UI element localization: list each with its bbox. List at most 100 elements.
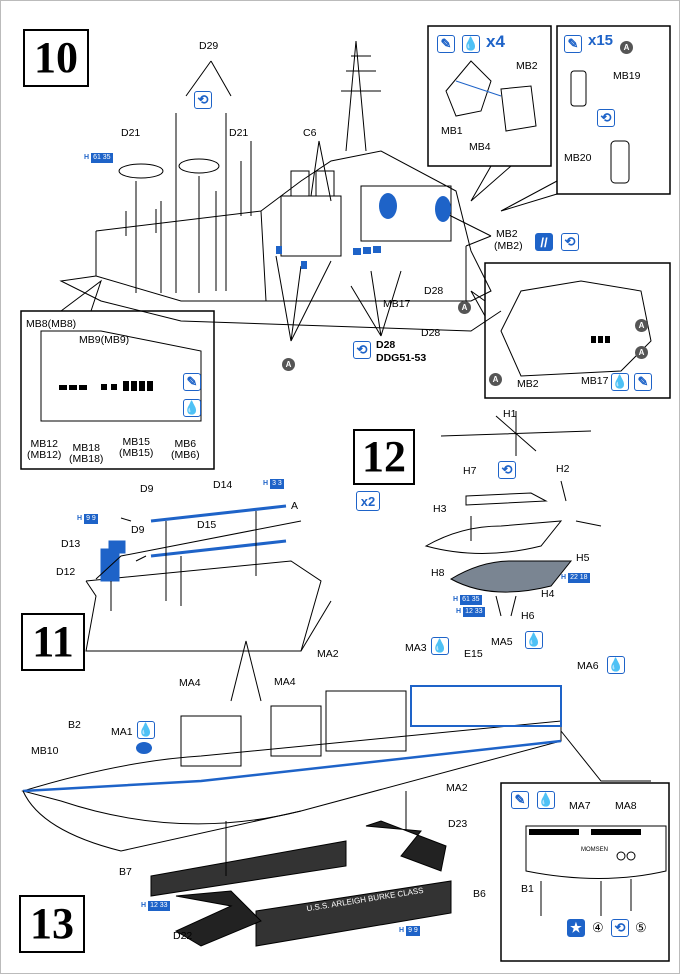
star-icon: ★ xyxy=(567,919,585,937)
label-h8: H8 xyxy=(431,567,445,579)
marker-a: A xyxy=(489,373,502,386)
brush-icon: ✎ xyxy=(437,35,455,53)
label-mb17: MB17 xyxy=(383,298,411,310)
label-d28-c: D28 xyxy=(376,339,396,351)
step-number-13: 13 xyxy=(19,895,85,953)
label-mb2: MB2 xyxy=(496,228,518,240)
multiplier-x15: x15 xyxy=(588,32,614,49)
marker-a: A xyxy=(282,358,295,371)
label-h6: H6 xyxy=(521,610,535,622)
turn-over-icon: ⟲ xyxy=(611,919,629,937)
label-mb20: MB20 xyxy=(564,152,592,164)
turn-over-icon: ⟲ xyxy=(353,341,371,359)
label-mb18: MB18(MB18) xyxy=(69,442,104,466)
label-d23: D23 xyxy=(448,818,468,830)
label-h1: H1 xyxy=(503,408,517,420)
decal-number-4: ④ xyxy=(592,920,604,935)
label-h7: H7 xyxy=(463,465,477,477)
marker-a: A xyxy=(635,319,648,332)
label-mb15: MB15(MB15) xyxy=(119,436,154,460)
label-ma3: MA3 xyxy=(405,642,427,654)
label-b1: B1 xyxy=(521,883,534,895)
label-d9-top: D9 xyxy=(140,483,154,495)
label-mb2-paren: (MB2) xyxy=(494,240,523,252)
label-ma4-right: MA4 xyxy=(274,676,296,688)
label-mb9: MB9(MB9) xyxy=(79,334,130,346)
drop-icon: 💧 xyxy=(525,631,543,649)
marker-a: A xyxy=(458,301,471,314)
label-b2: B2 xyxy=(68,719,81,731)
drop-icon: 💧 xyxy=(462,35,480,53)
label-d21-right: D21 xyxy=(229,127,249,139)
multiplier-x4: x4 xyxy=(486,32,505,51)
marker-a: A xyxy=(620,41,633,54)
label-mb8: MB8(MB8) xyxy=(26,318,77,330)
label-ma4-left: MA4 xyxy=(179,677,201,689)
drop-icon: 💧 xyxy=(431,637,449,655)
label-c6: C6 xyxy=(303,127,317,139)
drop-icon: 💧 xyxy=(137,721,155,739)
label-b7: B7 xyxy=(119,866,132,878)
label-d13: D13 xyxy=(61,538,81,550)
label-ma8: MA8 xyxy=(615,800,637,812)
label-mb4: MB4 xyxy=(469,141,491,153)
brush-icon: ✎ xyxy=(511,791,529,809)
decal-icon: // xyxy=(535,233,553,251)
label-mb2-right: MB2 xyxy=(517,378,539,390)
label-d14: D14 xyxy=(213,479,233,491)
drop-icon: 💧 xyxy=(183,399,201,417)
label-d12: D12 xyxy=(56,566,76,578)
brush-icon: ✎ xyxy=(564,35,582,53)
label-a-step11: A xyxy=(291,500,299,512)
turn-over-icon: ⟲ xyxy=(194,91,212,109)
label-d29: D29 xyxy=(199,40,219,52)
label-ma2-bottom: MA2 xyxy=(446,782,468,794)
label-h3: H3 xyxy=(433,503,447,515)
brush-icon: ✎ xyxy=(183,373,201,391)
label-d9-mid: D9 xyxy=(131,524,145,536)
label-mb1: MB1 xyxy=(441,125,463,137)
drop-icon: 💧 xyxy=(537,791,555,809)
label-ma1: MA1 xyxy=(111,726,133,738)
turn-over-icon: ⟲ xyxy=(498,461,516,479)
label-ma7: MA7 xyxy=(569,800,591,812)
label-ma6: MA6 xyxy=(577,660,599,672)
label-mb12: MB12(MB12) xyxy=(27,438,62,462)
label-e15: E15 xyxy=(464,648,483,660)
step-number-10: 10 xyxy=(23,29,89,87)
step-number-12: 12 xyxy=(353,429,415,485)
label-ma5: MA5 xyxy=(491,636,513,648)
label-h2: H2 xyxy=(556,463,570,475)
marker-a: A xyxy=(635,346,648,359)
label-d28-a: D28 xyxy=(424,285,444,297)
label-mb6: MB6(MB6) xyxy=(171,438,200,462)
label-mb19: MB19 xyxy=(613,70,641,82)
label-ddg51-53: DDG51-53 xyxy=(376,352,427,364)
label-ma2-top: MA2 xyxy=(317,648,339,660)
label-h4: H4 xyxy=(541,588,555,600)
label-b6: B6 xyxy=(473,888,486,900)
step-number-11: 11 xyxy=(21,613,85,671)
decal-number-5: ⑤ xyxy=(635,920,647,935)
brush-icon: ✎ xyxy=(634,373,652,391)
label-mb10: MB10 xyxy=(31,745,59,757)
label-d21-left: D21 xyxy=(121,127,141,139)
turn-over-icon: ⟲ xyxy=(561,233,579,251)
ship-name-decal: MOMSEN xyxy=(581,847,608,853)
label-mb2-inset: MB2 xyxy=(516,60,538,72)
label-d28-b: D28 xyxy=(421,327,441,339)
label-mb17-right: MB17 xyxy=(581,375,609,387)
label-d22: D22 xyxy=(173,930,193,942)
label-h5: H5 xyxy=(576,552,590,564)
drop-icon: 💧 xyxy=(607,656,625,674)
